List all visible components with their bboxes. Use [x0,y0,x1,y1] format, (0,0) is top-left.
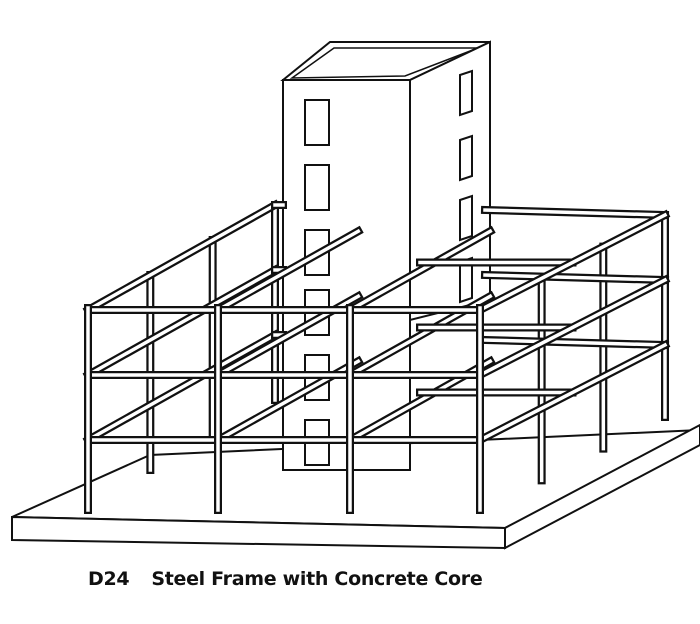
core-window [459,194,473,242]
steel-beam [474,274,671,381]
steel-beam [474,339,671,446]
steel-beam [82,199,281,316]
base-slab [11,423,700,550]
core-window [304,99,330,146]
steel-beam [82,264,281,381]
steel-beam [480,270,670,285]
steel-frame-illustration [11,40,700,550]
core-window [459,134,473,182]
steel-beam [480,335,670,350]
slab-side-edge [504,423,700,550]
core-window [304,164,330,211]
steel-beam [344,225,496,316]
core-side-face [409,40,491,322]
figure-caption: D24 Steel Frame with Concrete Core [88,568,483,590]
steel-beam [480,205,670,220]
steel-beam [82,329,281,446]
steel-beam [212,225,364,316]
core-window [459,69,473,117]
figure-code: D24 [88,568,130,590]
steel-frame [82,199,671,514]
steel-beam [474,209,671,316]
figure-title: Steel Frame with Concrete Core [151,568,483,590]
